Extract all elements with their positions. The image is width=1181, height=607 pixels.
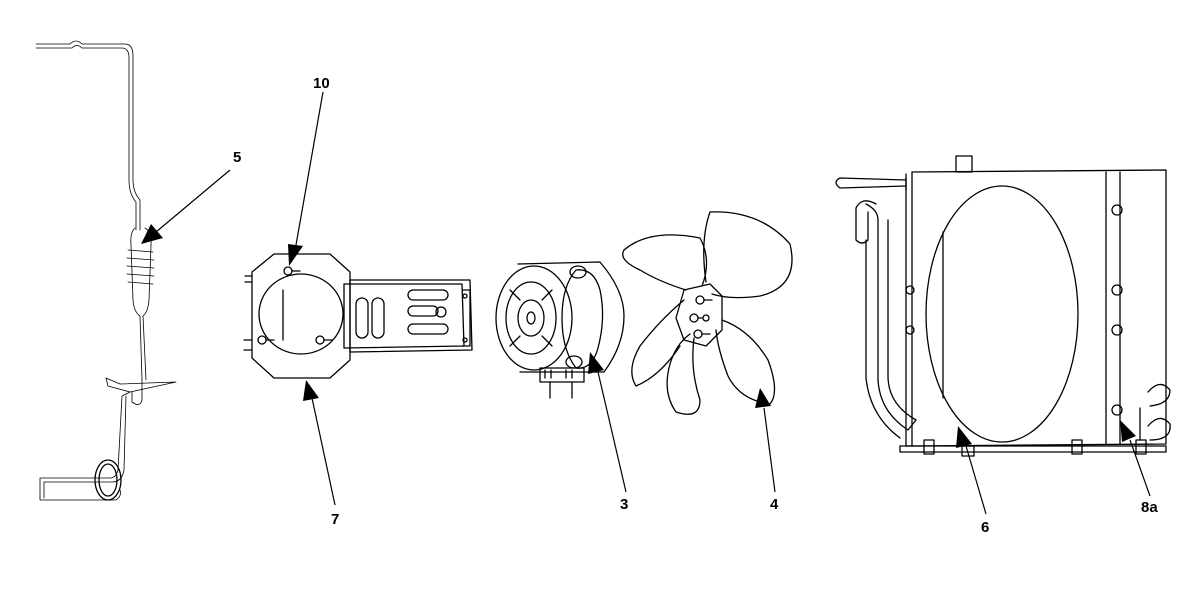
condenser-part — [835, 155, 1171, 457]
leader-6 — [956, 426, 987, 515]
callout-7: 7 — [331, 511, 340, 528]
callout-6: 6 — [981, 519, 990, 536]
fan-motor-part — [495, 261, 625, 399]
capillary-tube-part — [35, 40, 177, 501]
mounting-bracket-part — [243, 253, 473, 379]
leader-10 — [288, 91, 324, 266]
leader-4 — [755, 388, 776, 493]
callout-4: 4 — [770, 496, 779, 513]
callout-3: 3 — [620, 496, 629, 513]
leader-8a — [1120, 420, 1151, 497]
leader-5 — [141, 169, 231, 244]
callout-8a: 8a — [1141, 499, 1158, 516]
leader-3 — [588, 352, 627, 493]
callout-10: 10 — [313, 75, 330, 92]
callout-5: 5 — [233, 149, 242, 166]
leader-7 — [303, 380, 336, 506]
fan-blade-part — [622, 211, 793, 415]
